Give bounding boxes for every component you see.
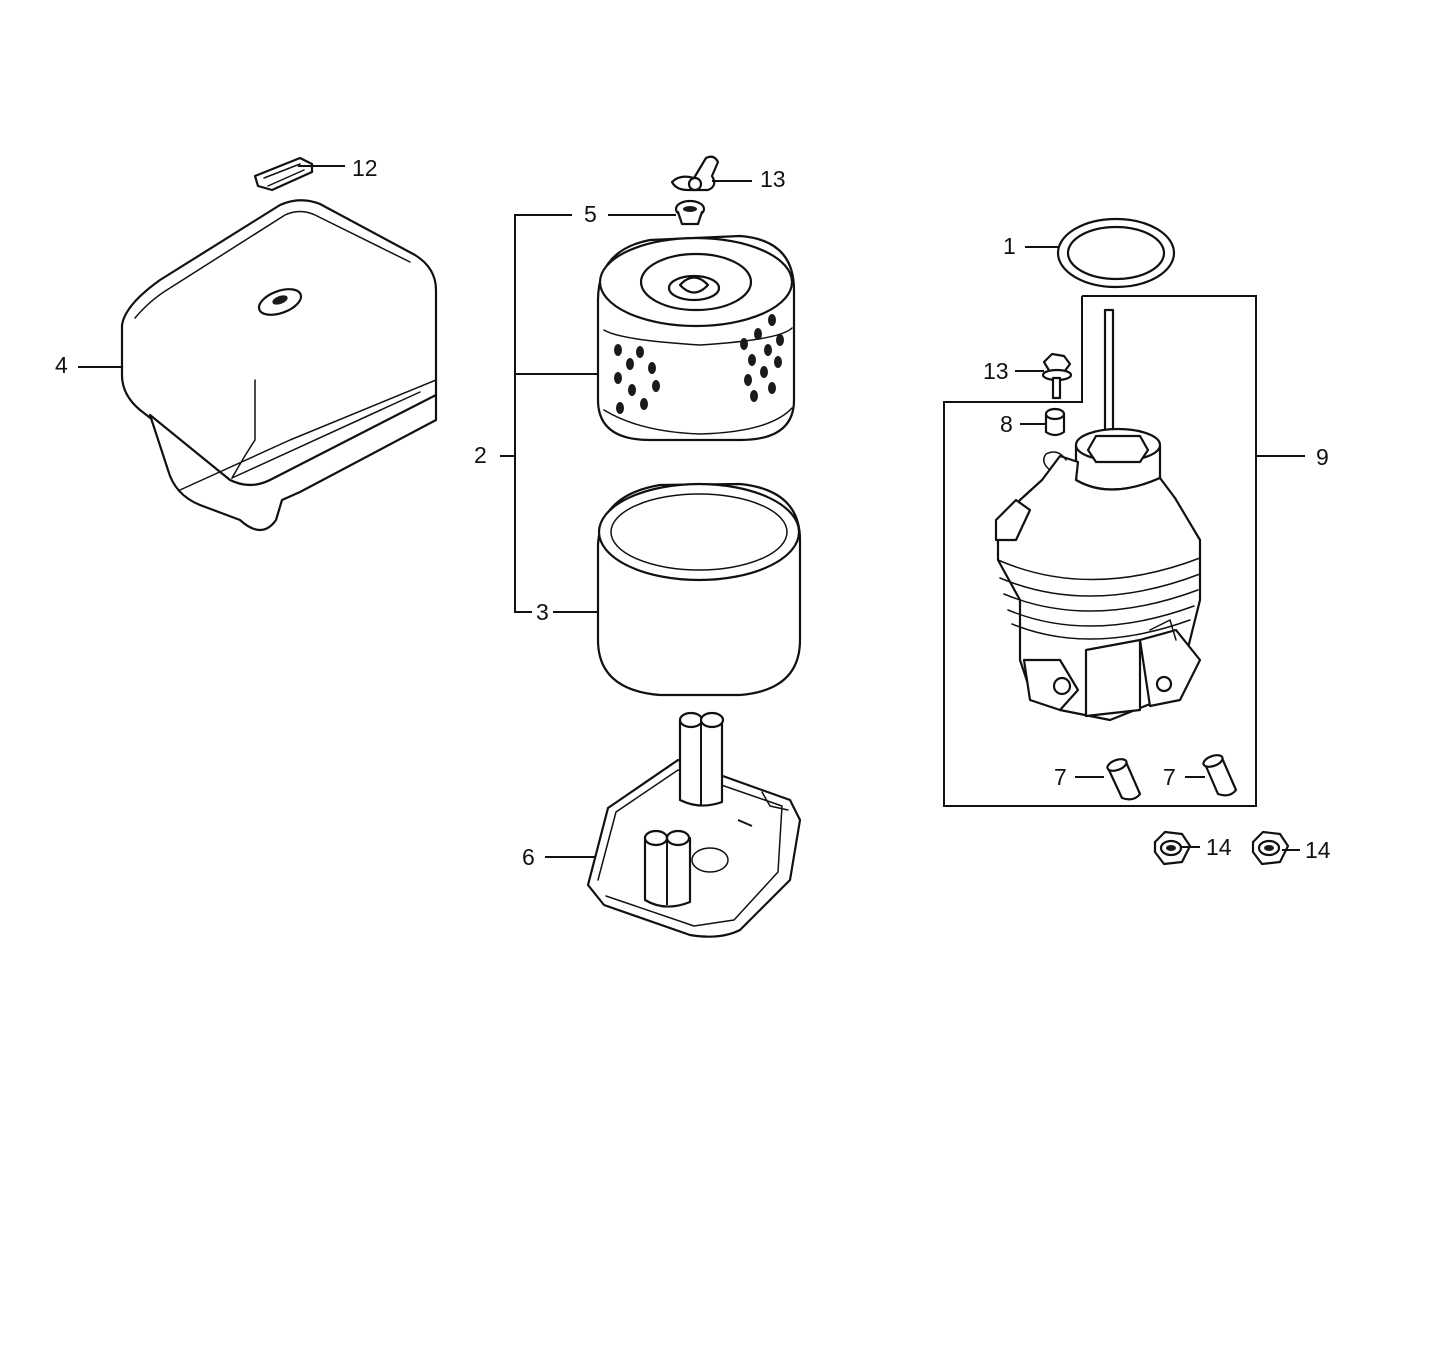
callout-3: 3 (536, 599, 549, 625)
bracket-9 (943, 295, 1305, 807)
part-wing-nut-12 (670, 155, 752, 192)
callout-13: 13 (983, 358, 1009, 384)
part-collar-8 (1020, 407, 1066, 437)
bracket-2 (500, 214, 598, 613)
callout-14b: 14 (1305, 837, 1331, 863)
callout-2: 2 (474, 442, 487, 468)
callout-4: 4 (55, 352, 68, 378)
part-pipe-7a (1075, 758, 1142, 801)
part-clip-11 (253, 156, 345, 192)
part-bolt-13 (1015, 352, 1073, 400)
callout-12: 13 (760, 166, 786, 192)
callout-11: 12 (352, 155, 378, 181)
callout-5: 5 (584, 201, 597, 227)
callout-14a: 14 (1206, 834, 1232, 860)
part-pipe-7b (1185, 754, 1238, 797)
part-grommet-5 (608, 199, 706, 226)
callout-1: 1 (1003, 233, 1016, 259)
part-elbow-case-9 (994, 308, 1202, 722)
part-foam-filter-3 (553, 482, 802, 697)
callout-8: 8 (1000, 411, 1013, 437)
part-nut-14a (1153, 830, 1200, 866)
part-base-6 (545, 711, 802, 938)
callout-7b: 7 (1163, 764, 1176, 790)
part-nut-14b (1251, 830, 1300, 866)
callout-6: 6 (522, 844, 535, 870)
callout-9: 9 (1316, 444, 1329, 470)
callout-7a: 7 (1054, 764, 1067, 790)
part-filter-element-2 (596, 234, 796, 442)
part-gasket-1 (1025, 217, 1176, 289)
part-cover-4 (78, 199, 438, 532)
